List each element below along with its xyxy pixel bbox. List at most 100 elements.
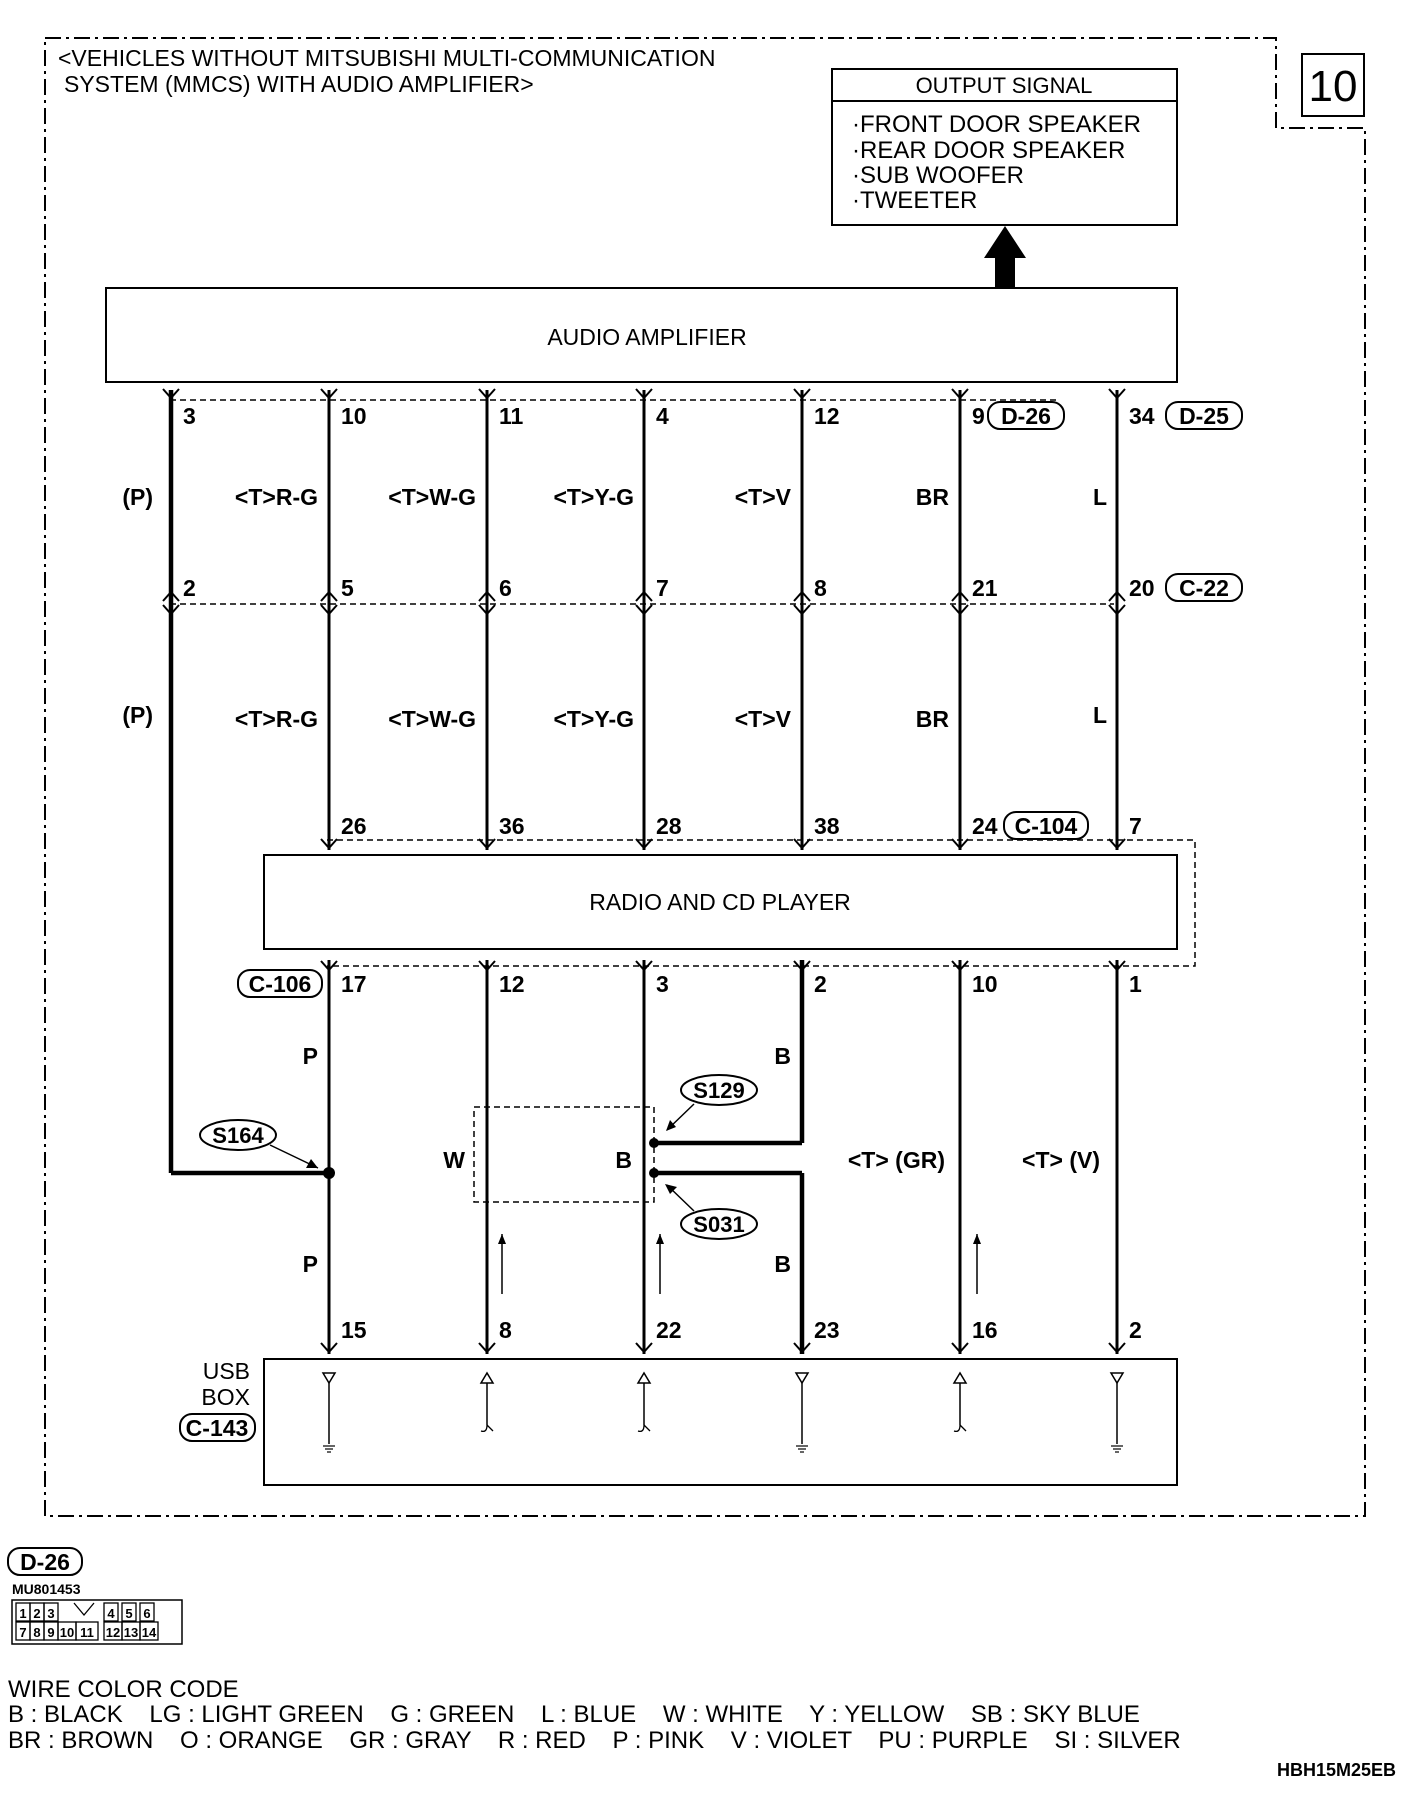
radio-pin-label: 2	[814, 971, 827, 997]
radio-pin-label: 17	[341, 971, 367, 997]
amp-pin-label: 10	[341, 403, 367, 429]
connector-badge-d26: D-26	[987, 401, 1065, 430]
terminal-mark	[793, 1342, 811, 1354]
connector-pin-cell	[43, 1602, 59, 1622]
wire-color-label: B	[615, 1147, 632, 1173]
connector-pin-number: 1	[19, 1606, 26, 1621]
usb-terminal-end	[480, 1424, 494, 1433]
usb-terminal-symbol	[1109, 1372, 1125, 1385]
terminal-mark	[162, 388, 180, 400]
amp-pin-label: 3	[183, 403, 196, 429]
usb-box-label-line2: BOX	[201, 1384, 250, 1410]
usb-terminal-symbol	[636, 1371, 652, 1384]
header-title-line2: SYSTEM (MMCS) WITH AUDIO AMPLIFIER>	[64, 71, 534, 97]
terminal-mark	[1108, 1342, 1126, 1354]
splice-dot	[649, 1168, 659, 1178]
inline-pin-label: 8	[814, 575, 827, 601]
terminal-mark	[478, 590, 496, 602]
wire-group	[162, 388, 1126, 1453]
terminal-mark	[951, 388, 969, 400]
svg-text:C-106: C-106	[249, 971, 312, 997]
usb-terminal-symbol	[321, 1372, 337, 1385]
connector-pin-number: 4	[107, 1606, 115, 1621]
usb-pin-label: 2	[1129, 1317, 1142, 1343]
usb-terminal-symbol	[794, 1372, 810, 1385]
terminal-mark	[951, 590, 969, 602]
usb-box	[263, 1358, 1178, 1486]
terminal-mark	[635, 838, 653, 850]
wire-color-label: P	[303, 1251, 318, 1277]
radio-pin-label: 28	[656, 813, 682, 839]
splice-s129-callout: S129	[666, 1074, 758, 1131]
svg-text:D-25: D-25	[1179, 403, 1229, 429]
connector-pin-number: 10	[60, 1625, 74, 1640]
terminal-mark	[951, 1342, 969, 1354]
splice-dot	[323, 1167, 335, 1179]
connector-pin-cell	[103, 1602, 119, 1622]
terminal-mark	[162, 590, 180, 602]
usb-pin-label: 23	[814, 1317, 840, 1343]
radio-pin-label: 10	[972, 971, 998, 997]
splice-dot	[649, 1138, 659, 1148]
connector-pin-number: 8	[33, 1625, 40, 1640]
connector-pin-number: 7	[19, 1625, 26, 1640]
footer-code: HBH15M25EB	[1277, 1760, 1396, 1780]
connector-pin-number: 13	[124, 1625, 138, 1640]
connector-badge-c106: C-106	[237, 969, 323, 998]
wire-color-label: <T> (GR)	[848, 1147, 945, 1173]
wire-color-label: <T> (V)	[1022, 1147, 1100, 1173]
wire-color-label: W	[443, 1147, 465, 1173]
output-item: ·FRONT DOOR SPEAKER	[852, 111, 1141, 138]
inline-pin-label: 5	[341, 575, 354, 601]
radio-pin-label: 36	[499, 813, 525, 839]
wire-color-label: L	[1093, 484, 1107, 510]
svg-text:S129: S129	[693, 1078, 744, 1103]
connector-frame	[11, 1599, 183, 1645]
radio-pin-label: 7	[1129, 813, 1142, 839]
connector-badge-d25: D-25	[1165, 401, 1243, 430]
amp-pin-label: 9	[972, 403, 985, 429]
radio-pin-label: 12	[499, 971, 525, 997]
diagram-border	[44, 37, 1366, 1517]
legend-line1: B : BLACK LG : LIGHT GREEN G : GREEN L :…	[8, 1701, 1140, 1728]
signal-arrow-head	[973, 1234, 981, 1244]
terminal-mark	[793, 838, 811, 850]
wire-color-label: L	[1093, 702, 1107, 728]
radio-pin-label: 24	[972, 813, 998, 839]
splice-s164-callout: S164	[199, 1119, 319, 1169]
terminal-mark	[635, 1342, 653, 1354]
terminal-mark	[320, 838, 338, 850]
legend-line2: BR : BROWN O : ORANGE GR : GRAY R : RED …	[8, 1727, 1181, 1754]
usb-pin-label: 8	[499, 1317, 512, 1343]
inline-pin-label: 6	[499, 575, 512, 601]
amp-pin-label: 12	[814, 403, 840, 429]
terminal-mark	[1108, 590, 1126, 602]
usb-pin-label: 22	[656, 1317, 682, 1343]
header-title-line1: <VEHICLES WITHOUT MITSUBISHI MULTI-COMMU…	[58, 45, 715, 71]
connector-pin-number: 3	[47, 1606, 54, 1621]
audio-amplifier-box	[105, 287, 1178, 383]
wire-color-label: <T>W-G	[388, 484, 476, 510]
wire-color-label: BR	[916, 484, 950, 510]
radio-cd-player-label: RADIO AND CD PLAYER	[589, 889, 851, 915]
terminal-mark	[478, 838, 496, 850]
connector-pin-number: 6	[143, 1606, 150, 1621]
radio-pin-label: 1	[1129, 971, 1142, 997]
connector-badge-c143: C-143	[179, 1413, 256, 1442]
connector-pin-cell	[139, 1602, 155, 1622]
amp-pin-label: 34	[1129, 403, 1155, 429]
wire-color-label: <T>V	[735, 484, 792, 510]
terminal-mark	[320, 1342, 338, 1354]
connector-badge-c22: C-22	[1165, 573, 1243, 602]
connector-pin-number: 11	[80, 1625, 94, 1640]
svg-text:C-22: C-22	[1179, 575, 1229, 601]
svg-text:D-26: D-26	[1001, 403, 1051, 429]
splice-group-outline	[473, 1106, 655, 1203]
signal-arrow-head	[498, 1234, 506, 1244]
radio-pin-label: 26	[341, 813, 367, 839]
wire-color-label: P	[303, 1043, 318, 1069]
radio-cd-player-box	[263, 854, 1178, 950]
connector-part-number: MU801453	[12, 1581, 81, 1597]
terminal-mark	[478, 388, 496, 400]
